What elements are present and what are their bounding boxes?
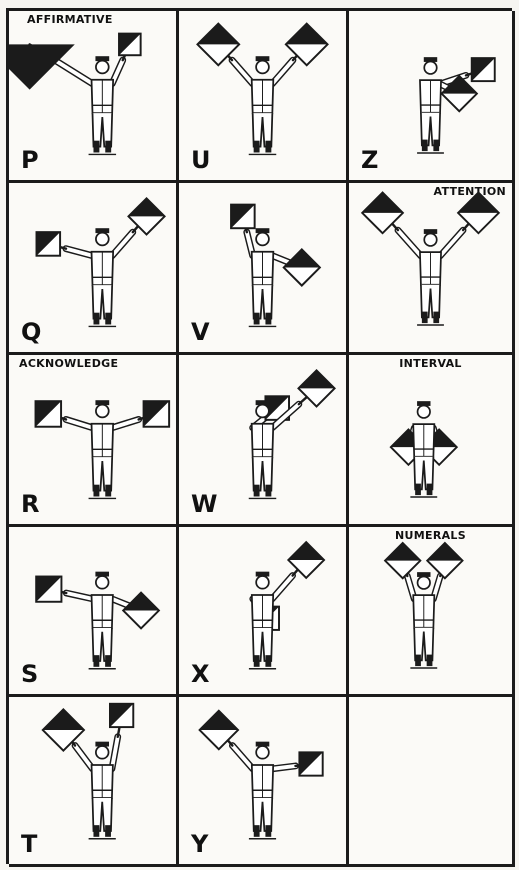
cell-t: T (9, 697, 179, 867)
signalman-figure (349, 355, 512, 524)
signalman-body (89, 400, 117, 498)
letter-s: S (21, 660, 38, 688)
signalman-figure (349, 527, 512, 694)
cell-r: ACKNOWLEDGE R (9, 355, 179, 527)
signalman-body (249, 742, 276, 839)
signalman-figure (349, 183, 512, 352)
letter-y: Y (191, 830, 208, 858)
cell-v: V (179, 183, 349, 355)
cell-q: Q (9, 183, 179, 355)
letter-z: Z (361, 146, 378, 174)
letter-w: W (191, 490, 217, 518)
cell-interval: INTERVAL (349, 355, 515, 527)
flag (299, 752, 322, 775)
flag (472, 58, 495, 81)
signalman-body (417, 229, 444, 325)
flag (231, 205, 255, 229)
signalman-body (89, 228, 117, 326)
flag (119, 34, 141, 56)
cell-z: Z (349, 11, 515, 183)
signalman-body (249, 572, 276, 669)
letter-v: V (191, 318, 210, 346)
semaphore-grid: AFFIRMATIVE P U Z Q V ATTENTION ACKNOWLE… (6, 8, 512, 864)
signalman-body (410, 572, 437, 668)
cell-attention: ATTENTION (349, 183, 515, 355)
letter-x: X (191, 660, 210, 688)
flag (37, 232, 61, 256)
letter-q: Q (21, 318, 41, 346)
cell-empty (349, 697, 515, 867)
cell-p: AFFIRMATIVE P (9, 11, 179, 183)
flag (36, 577, 61, 602)
cell-x: X (179, 527, 349, 697)
flag (427, 543, 462, 578)
flag (385, 543, 420, 578)
cell-w: W (179, 355, 349, 527)
letter-u: U (191, 146, 211, 174)
letter-p: P (21, 146, 39, 174)
flag (284, 249, 320, 285)
flag (9, 11, 75, 90)
signalman-body (89, 56, 117, 154)
cell-s: S (9, 527, 179, 697)
flag (110, 704, 133, 727)
signalman-body (89, 572, 116, 669)
signalman-body (249, 56, 277, 154)
cell-y: Y (179, 697, 349, 867)
signalman-body (410, 401, 437, 497)
signalman-body (417, 57, 444, 153)
flag (144, 401, 170, 427)
flag (36, 401, 62, 427)
letter-r: R (21, 490, 39, 518)
cell-numerals: NUMERALS (349, 527, 515, 697)
flag (123, 593, 159, 629)
cell-u: U (179, 11, 349, 183)
letter-t: T (21, 830, 37, 858)
